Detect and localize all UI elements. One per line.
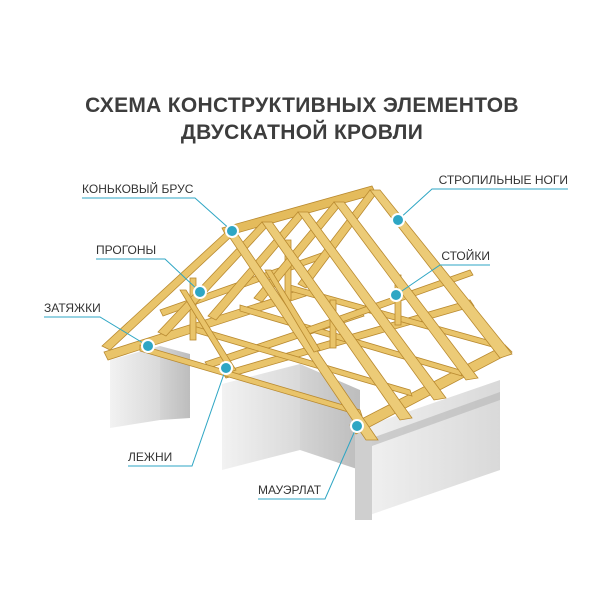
callout-line-sleepers [128,367,227,467]
roof-frame [101,185,513,441]
rafter-right-3 [297,211,447,401]
wall-left [110,346,160,428]
callout-dot-ties [141,339,155,353]
label-posts: СТОЙКИ [441,248,490,263]
callout-line-posts [395,264,490,296]
callout-lines [44,188,568,500]
callout-dot-ridge [225,224,239,238]
wall-center-side [300,364,360,470]
callout-line-ties [44,316,149,347]
label-ridge-beam: КОНЬКОВЫЙ БРУС [82,181,194,196]
label-purlins: ПРОГОНЫ [96,243,156,257]
ridge-beam [221,185,377,237]
rafter-right-2 [261,221,413,421]
brace-2 [264,269,321,353]
walls [110,346,500,520]
callout-dot-sleepers [219,361,233,375]
callout-dot-purlins [193,285,207,299]
callout-dot-rafters [391,213,405,227]
diagram-title-line-1: СХЕМА КОНСТРУКТИВНЫХ ЭЛЕМЕНТОВ [85,94,519,117]
label-ties: ЗАТЯЖКИ [44,301,101,315]
callout-line-wall-plate [258,425,358,500]
wall-right [355,380,500,520]
callout-dot-wall-plate [350,419,364,433]
label-sleepers: ЛЕЖНИ [128,450,172,464]
rafter-right-4 [333,201,479,381]
label-wall-plate: МАУЭРЛАТ [258,483,322,497]
brace-1 [179,289,237,373]
label-rafters: СТРОПИЛЬНЫЕ НОГИ [439,173,568,187]
callout-line-purlins [96,258,201,293]
rafter-right-5 [369,189,513,359]
wall-right-end [355,430,372,520]
callout-line-ridge [82,197,233,232]
callout-dots [141,213,405,433]
wall-left-side [160,346,190,420]
wall-center [222,364,300,470]
callout-dot-posts [389,288,403,302]
callout-line-rafters [397,188,568,221]
diagram-title-line-2: ДВУСКАТНОЙ КРОВЛИ [180,121,424,144]
